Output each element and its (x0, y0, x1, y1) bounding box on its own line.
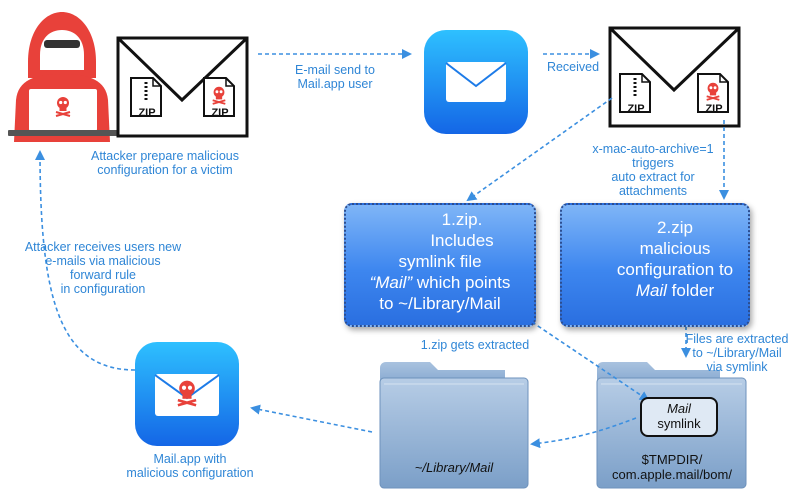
box1-line2: Includes (430, 231, 494, 250)
attacker-icon (8, 12, 118, 142)
folder-icon-library-mail (379, 362, 529, 489)
mail-app-icon (424, 30, 528, 134)
label-mailapp-malicious: Mail.app with malicious configuration (126, 452, 254, 480)
label-zip-extracted: 1.zip gets extracted (420, 338, 530, 352)
symlink-word: symlink (657, 416, 701, 431)
zip-label-1: ZIP (138, 107, 156, 119)
zip-label-4: ZIP (705, 103, 723, 115)
zip1-description-box: 1.zip. Includes symlink file “Mail” whic… (344, 203, 536, 327)
box1-line4-rest: which points (412, 273, 511, 292)
box2-line3: configuration to (616, 260, 734, 279)
zip-label-3: ZIP (627, 103, 645, 115)
mail-symlink-box: Mail symlink (640, 397, 718, 437)
folder-label-library-mail: ~/Library/Mail (414, 460, 494, 475)
flow-arrows (35, 49, 729, 449)
box2-line4-italic: Mail (635, 281, 667, 300)
folder-label-tmpdir: $TMPDIR/ com.apple.mail/bom/ (612, 452, 732, 482)
label-received: Received (546, 60, 600, 74)
mail-app-malicious-icon (135, 342, 239, 446)
zip-label-2: ZIP (211, 107, 229, 119)
arrow-to-box1 (466, 97, 613, 202)
label-attacker-receives: Attacker receives users new e-mails via … (24, 240, 182, 296)
zip2-description-box: 2.zip malicious configuration to Mail fo… (560, 203, 750, 327)
symlink-name: Mail (667, 401, 691, 416)
label-email-send: E-mail send to Mail.app user (295, 63, 375, 91)
label-files-extracted: Files are extracted to ~/Library/Mail vi… (685, 332, 789, 374)
zip-file-icon-3 (619, 73, 651, 113)
label-attacker-prepare: Attacker prepare malicious configuration… (91, 149, 239, 177)
box1-line4-italic: “Mail” (369, 273, 413, 292)
box2-line4-rest: folder (666, 281, 715, 300)
zip-file-icon-1 (130, 77, 162, 117)
box2-line2: malicious (639, 239, 711, 258)
box2-line1: 2.zip (657, 218, 693, 237)
arrow-box1-to-symlink (531, 321, 650, 402)
arrow-mailapp-to-attacker (35, 150, 136, 371)
box1-line3: symlink file (398, 252, 482, 271)
box1-line1: 1.zip. (441, 210, 483, 229)
label-trigger: x-mac-auto-archive=1 triggers auto extra… (592, 142, 714, 198)
box1-line5: to ~/Library/Mail (379, 294, 501, 313)
arrow-library-to-mailapp (250, 404, 373, 433)
